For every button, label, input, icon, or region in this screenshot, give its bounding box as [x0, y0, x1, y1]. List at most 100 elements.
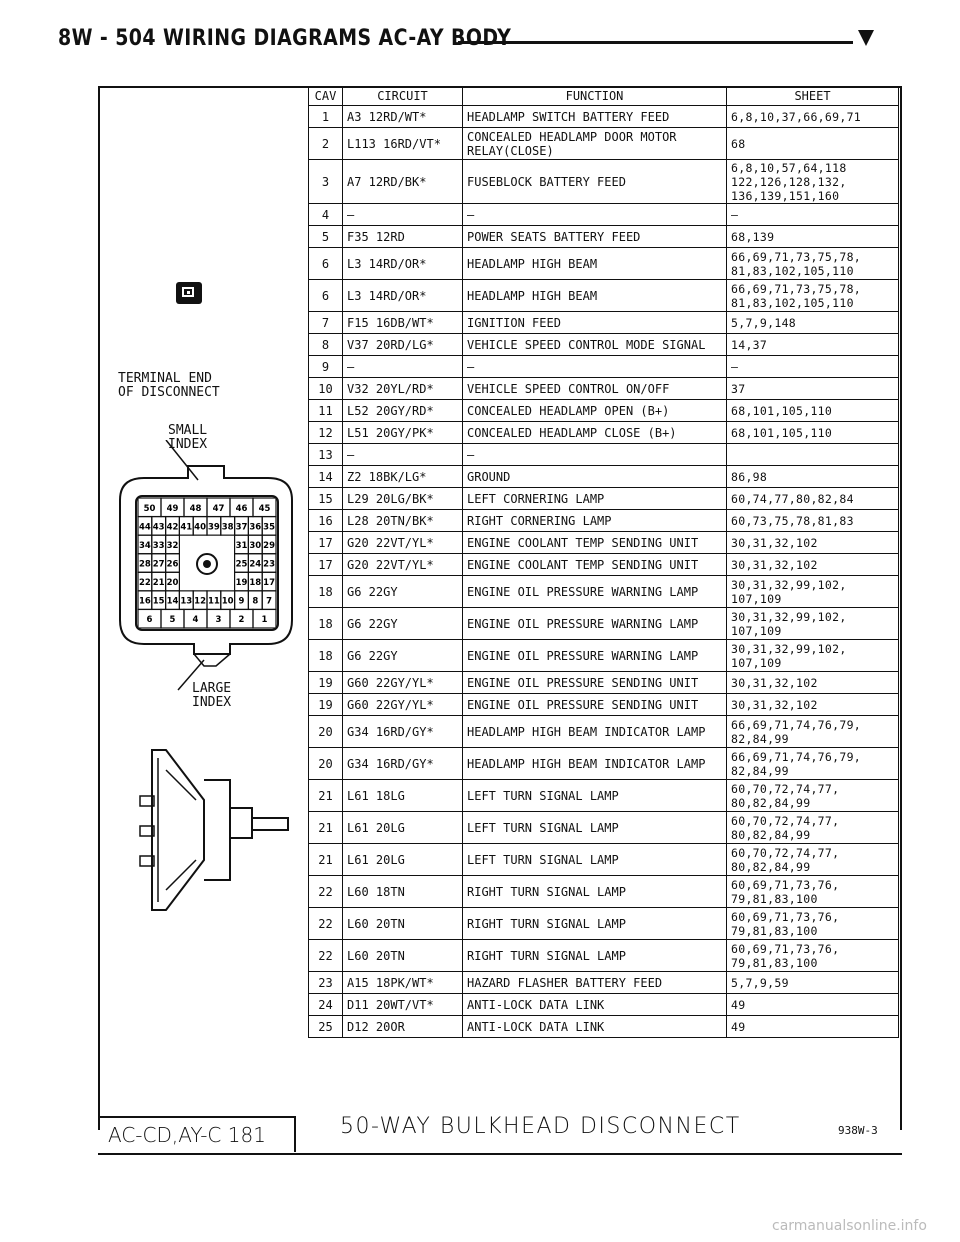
cell-sheet: 60,70,72,74,77, 80,82,84,99 [726, 843, 899, 876]
cell-cav: 25 [308, 1015, 343, 1038]
table-row: 9——— [308, 355, 899, 378]
pin-number: 24 [249, 560, 261, 570]
diagram-caption: 50-WAY BULKHEAD DISCONNECT [340, 1114, 741, 1139]
cell-sheet: 60,70,72,74,77, 80,82,84,99 [726, 811, 899, 844]
cell-function: — [462, 355, 727, 378]
pin-number: 34 [139, 541, 151, 551]
pin-number: 50 [144, 504, 156, 514]
cell-sheet: 6,8,10,57,64,118 122,126,128,132, 136,13… [726, 159, 899, 204]
cell-cav: 17 [308, 553, 343, 576]
small-index-label: SMALL INDEX [168, 423, 208, 452]
cell-function: RIGHT TURN SIGNAL LAMP [462, 875, 727, 908]
cell-sheet: 6,8,10,37,66,69,71 [726, 105, 899, 128]
cell-circuit: F15 16DB/WT* [342, 311, 463, 334]
cell-sheet: 60,69,71,73,76, 79,81,83,100 [726, 939, 899, 972]
cell-circuit: G34 16RD/GY* [342, 715, 463, 748]
pin-cell [252, 608, 277, 629]
header-circuit: CIRCUIT [342, 86, 463, 106]
cell-sheet: 66,69,71,74,76,79, 82,84,99 [726, 715, 899, 748]
cell-function: LEFT CORNERING LAMP [462, 487, 727, 510]
cell-function: ENGINE OIL PRESSURE WARNING LAMP [462, 607, 727, 640]
cell-function: — [462, 443, 727, 466]
cell-cav: 17 [308, 531, 343, 554]
cell-circuit: L113 16RD/VT* [342, 127, 463, 160]
cell-function: ENGINE OIL PRESSURE WARNING LAMP [462, 575, 727, 608]
cell-sheet: 66,69,71,73,75,78, 81,83,102,105,110 [726, 247, 899, 280]
pin-number: 40 [194, 522, 206, 532]
cell-circuit: — [342, 203, 463, 226]
cell-circuit: L60 20TN [342, 939, 463, 972]
cell-circuit: L61 18LG [342, 779, 463, 812]
cell-function: VEHICLE SPEED CONTROL ON/OFF [462, 377, 727, 400]
cell-function: HEADLAMP SWITCH BATTERY FEED [462, 105, 727, 128]
cell-function: IGNITION FEED [462, 311, 727, 334]
cell-sheet: 30,31,32,99,102, 107,109 [726, 575, 899, 608]
cell-circuit: G6 22GY [342, 639, 463, 672]
pin-number: 23 [263, 560, 275, 570]
cell-sheet: 68,139 [726, 225, 899, 248]
cell-circuit: G6 22GY [342, 575, 463, 608]
cell-circuit: A3 12RD/WT* [342, 105, 463, 128]
cell-sheet: 30,31,32,102 [726, 693, 899, 716]
cell-cav: 21 [308, 843, 343, 876]
pin-number: 27 [153, 560, 165, 570]
cell-circuit: — [342, 355, 463, 378]
cell-circuit: L3 14RD/OR* [342, 279, 463, 312]
cell-circuit: G20 22VT/YL* [342, 531, 463, 554]
cell-circuit: L51 20GY/PK* [342, 421, 463, 444]
pin-number: 17 [263, 578, 275, 588]
cell-function: ANTI-LOCK DATA LINK [462, 1015, 727, 1038]
large-index-label: LARGE INDEX [192, 681, 232, 710]
cell-function: POWER SEATS BATTERY FEED [462, 225, 727, 248]
cell-cav: 14 [308, 465, 343, 488]
cell-circuit: D12 20OR [342, 1015, 463, 1038]
cell-circuit: G20 22VT/YL* [342, 553, 463, 576]
cell-sheet: 60,69,71,73,76, 79,81,83,100 [726, 907, 899, 940]
cell-cav: 22 [308, 875, 343, 908]
cell-sheet: 30,31,32,99,102, 107,109 [726, 607, 899, 640]
cell-function: FUSEBLOCK BATTERY FEED [462, 159, 727, 204]
cell-sheet: 60,70,72,74,77, 80,82,84,99 [726, 779, 899, 812]
page-header: 8W - 504 WIRING DIAGRAMS AC-AY BODY [58, 22, 878, 58]
cell-function: HAZARD FLASHER BATTERY FEED [462, 971, 727, 994]
cell-sheet: 14,37 [726, 333, 899, 356]
cell-circuit: G60 22GY/YL* [342, 671, 463, 694]
cell-sheet: 86,98 [726, 465, 899, 488]
pin-number: 41 [180, 522, 192, 532]
pin-number: 15 [153, 597, 165, 607]
cell-circuit: G6 22GY [342, 607, 463, 640]
cell-cav: 4 [308, 203, 343, 226]
cell-cav: 6 [308, 247, 343, 280]
pin-number: 6 [147, 615, 153, 625]
cell-circuit: L61 20LG [342, 843, 463, 876]
cell-cav: 22 [308, 939, 343, 972]
cell-cav: 8 [308, 333, 343, 356]
cell-function: GROUND [462, 465, 727, 488]
cell-sheet: 68 [726, 127, 899, 160]
cell-circuit: V32 20YL/RD* [342, 377, 463, 400]
cell-circuit: L60 20TN [342, 907, 463, 940]
pin-number: 35 [263, 522, 275, 532]
cell-sheet: 60,73,75,78,81,83 [726, 509, 899, 532]
pin-number: 16 [139, 597, 151, 607]
cell-sheet: — [726, 203, 899, 226]
pin-number: 48 [190, 504, 202, 514]
pin-number: 5 [170, 615, 176, 625]
cell-cav: 13 [308, 443, 343, 466]
table-row: 4——— [308, 203, 899, 226]
